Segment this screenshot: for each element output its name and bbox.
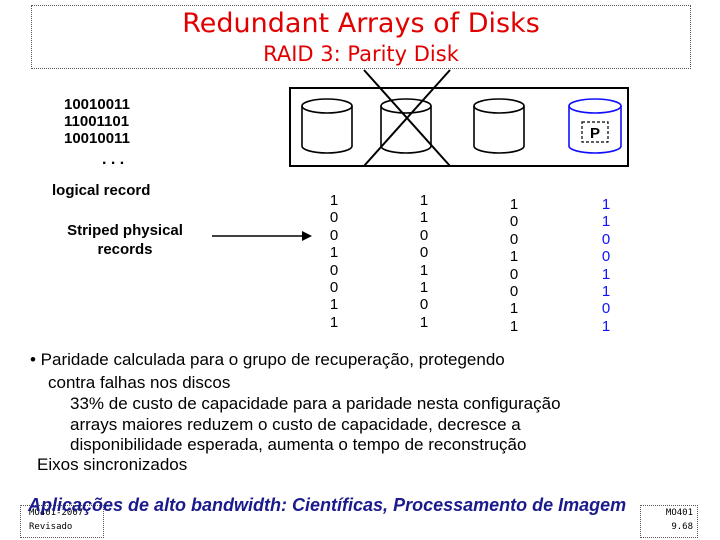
disk-3-bits: 1 0 0 1 0 0 1 1 — [504, 196, 524, 335]
footer-course-right: MO401 — [665, 508, 693, 518]
bit: 1 — [419, 261, 429, 279]
bit: 1 — [509, 196, 519, 213]
footer-right-box: MO401 9.68 — [640, 505, 698, 538]
bullet-availability: disponibilidade esperada, aumenta o temp… — [70, 435, 527, 454]
bit: 1 — [329, 296, 339, 314]
footer-revised: Revisado — [29, 522, 73, 532]
bit: 0 — [329, 209, 339, 227]
footer-course: MO401-2007 — [29, 508, 84, 518]
slide-title: Redundant Arrays of Disks — [182, 8, 540, 39]
applications-line: Aplicações de alto bandwidth: Científica… — [28, 495, 627, 515]
bit: 0 — [601, 248, 611, 266]
record-line: 10010011 — [64, 96, 130, 113]
bit: 1 — [329, 313, 339, 331]
bit: 0 — [601, 300, 611, 318]
bullet-cost: 33% de custo de capacidade para a parida… — [70, 394, 561, 413]
bit: 0 — [601, 230, 611, 248]
bit: 0 — [509, 230, 519, 248]
bullet-parity-cont: contra falhas nos discos — [48, 373, 231, 392]
logical-record-bits: 10010011 11001101 10010011 — [64, 96, 130, 147]
bit: 1 — [419, 279, 429, 297]
disk-2-icon — [380, 98, 432, 154]
disk-2-bits: 1 1 0 0 1 1 0 1 — [414, 192, 434, 331]
bit: 1 — [419, 192, 429, 209]
disk-1-bits: 1 0 0 1 0 0 1 1 — [324, 192, 344, 331]
record-ellipsis: . . . — [102, 151, 125, 168]
bit: 1 — [601, 283, 611, 301]
bit: 1 — [601, 213, 611, 231]
bit: 0 — [329, 261, 339, 279]
bit: 0 — [329, 226, 339, 244]
bit: 1 — [509, 317, 519, 335]
bit: 0 — [509, 283, 519, 301]
footer-left-box: MO401-2007 Revisado — [20, 505, 104, 538]
title-box: Redundant Arrays of Disks RAID 3: Parity… — [31, 5, 691, 69]
disk-array-frame — [289, 87, 629, 167]
bit: 0 — [509, 213, 519, 231]
bit: 0 — [419, 244, 429, 262]
bit: 1 — [329, 244, 339, 262]
record-line: 11001101 — [64, 113, 130, 130]
bit: 1 — [601, 317, 611, 335]
disk-1-icon — [301, 98, 353, 154]
stripe-arrow-head — [302, 231, 312, 241]
disk-3-icon — [473, 98, 525, 154]
bit: 1 — [601, 196, 611, 213]
bit: 1 — [509, 248, 519, 266]
parity-disk-icon — [568, 98, 622, 154]
footer-slide-number: 9.68 — [671, 522, 693, 532]
striped-physical-label: Striped physical records — [67, 222, 183, 258]
bit: 1 — [329, 192, 339, 209]
bit: 0 — [509, 265, 519, 283]
bit: 0 — [419, 226, 429, 244]
bullet-sync: Eixos sincronizados — [37, 455, 188, 474]
record-line: 10010011 — [64, 130, 130, 147]
bullet-larger-arrays: arrays maiores reduzem o custo de capaci… — [70, 415, 521, 434]
bit: 0 — [419, 296, 429, 314]
parity-label-box — [581, 121, 609, 143]
failure-cross-line — [363, 69, 451, 167]
slide-subtitle: RAID 3: Parity Disk — [263, 42, 459, 66]
logical-record-label: logical record — [52, 182, 151, 199]
bit: 1 — [509, 300, 519, 318]
bullet-parity: • Paridade calculada para o grupo de rec… — [30, 350, 505, 369]
bit: 0 — [329, 279, 339, 297]
bit: 1 — [419, 209, 429, 227]
bit: 1 — [601, 265, 611, 283]
parity-label: P — [590, 125, 600, 142]
parity-bits: 1 1 0 0 1 1 0 1 — [596, 196, 616, 335]
bit: 1 — [419, 313, 429, 331]
